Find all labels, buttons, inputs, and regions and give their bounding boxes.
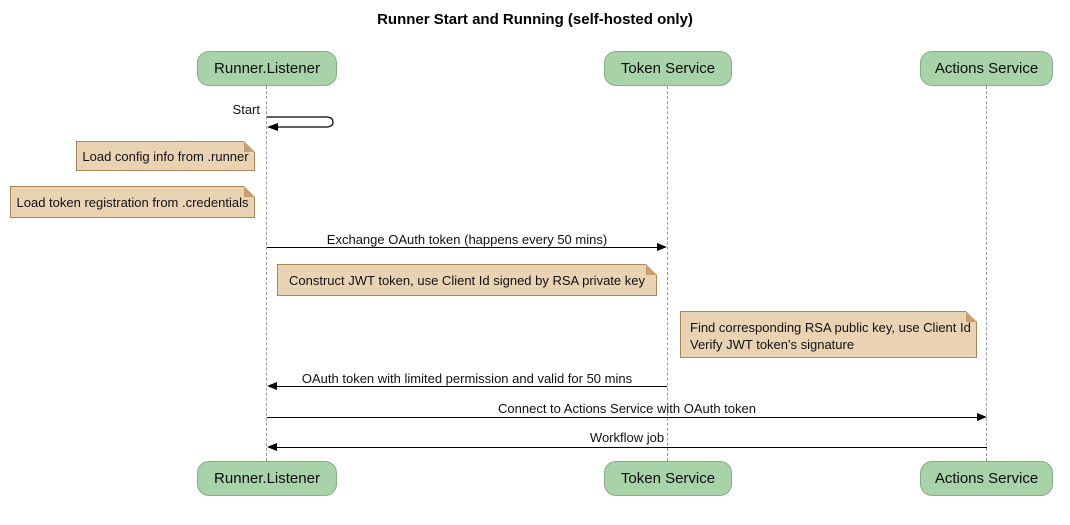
participant-token-service-top: Token Service xyxy=(604,51,732,86)
note-verify-jwt: Find corresponding RSA public key, use C… xyxy=(680,311,977,358)
message-line xyxy=(267,417,977,418)
note-load-config: Load config info from .runner xyxy=(76,141,255,171)
participant-token-service-bottom: Token Service xyxy=(604,461,732,496)
lifeline-actions-service xyxy=(986,86,987,461)
note-load-token-registration: Load token registration from .credential… xyxy=(10,186,255,218)
participant-runner-listener-bottom: Runner.Listener xyxy=(197,461,337,496)
arrowhead-right-icon xyxy=(657,243,667,251)
lifeline-token-service xyxy=(667,86,668,461)
participant-actions-service-top: Actions Service xyxy=(920,51,1053,86)
note-line: Find corresponding RSA public key, use C… xyxy=(690,320,971,335)
participant-runner-listener-top: Runner.Listener xyxy=(197,51,337,86)
note-line: Verify JWT token's signature xyxy=(690,337,855,352)
message-line xyxy=(277,447,987,448)
self-message-arrow xyxy=(267,116,334,131)
note-construct-jwt: Construct JWT token, use Client Id signe… xyxy=(277,264,657,296)
message-line xyxy=(267,247,657,248)
arrowhead-left-icon xyxy=(267,443,277,451)
arrowhead-left-icon xyxy=(267,382,277,390)
message-label-oauth-token-returned: OAuth token with limited permission and … xyxy=(301,371,633,386)
lifeline-runner-listener xyxy=(266,86,267,461)
message-label-workflow-job: Workflow job xyxy=(589,430,665,445)
message-label-start: Start xyxy=(232,102,260,117)
message-label-connect-actions: Connect to Actions Service with OAuth to… xyxy=(498,401,756,416)
diagram-title: Runner Start and Running (self-hosted on… xyxy=(377,11,693,28)
message-label-exchange-oauth: Exchange OAuth token (happens every 50 m… xyxy=(326,232,608,247)
arrowhead-right-icon xyxy=(977,413,987,421)
participant-actions-service-bottom: Actions Service xyxy=(920,461,1053,496)
message-line xyxy=(277,386,667,387)
